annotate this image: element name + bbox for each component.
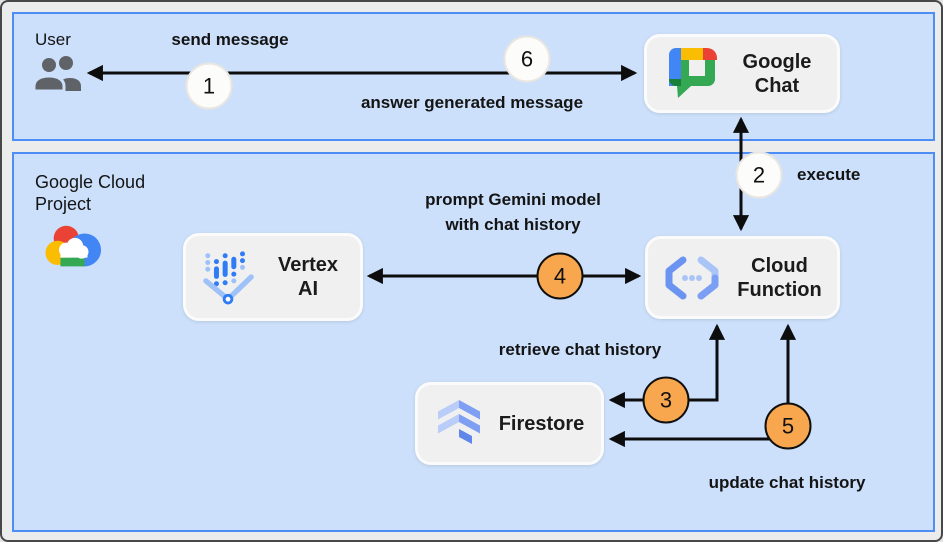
node-vertex-ai: Vertex AI: [183, 233, 363, 321]
firestore-icon: [436, 399, 482, 449]
user-zone-label: User: [35, 30, 71, 49]
node-firestore-line1: Firestore: [498, 412, 585, 435]
users-icon: [32, 55, 83, 96]
label-execute: execute: [797, 165, 861, 184]
node-cloud-function-line2: Function: [737, 278, 822, 301]
node-firestore: Firestore: [415, 382, 604, 465]
label-prompt-gemini-line2: with chat history: [445, 215, 581, 234]
step-badge-6: 6: [503, 35, 551, 83]
cloud-functions-icon: [662, 255, 722, 301]
label-prompt-gemini: prompt Gemini model with chat history: [425, 187, 601, 237]
gcp-zone-label: Google Cloud Project: [35, 171, 145, 215]
node-vertex-ai-line2: AI: [298, 278, 318, 300]
node-google-chat-line1: Google: [742, 50, 812, 73]
step-badge-1: 1: [185, 62, 233, 110]
google-chat-icon: [669, 47, 717, 100]
gcp-zone-label-line2: Project: [35, 194, 92, 214]
step-badge-2: 2: [735, 151, 783, 199]
node-google-chat: Google Chat: [644, 34, 840, 113]
label-update-chat-history: update chat history: [708, 473, 866, 492]
node-cloud-function-line1: Cloud: [751, 254, 808, 277]
google-cloud-icon: [44, 223, 102, 276]
node-vertex-ai-title: Vertex AI: [256, 253, 360, 301]
label-prompt-gemini-line1: prompt Gemini model: [425, 190, 601, 209]
gcp-zone-label-line1: Google Cloud: [35, 172, 146, 192]
node-vertex-ai-line1: Vertex: [277, 254, 339, 276]
node-google-chat-title: Google Chat: [717, 50, 837, 98]
node-cloud-function: Cloud Function: [645, 236, 840, 319]
node-google-chat-line2: Chat: [754, 74, 800, 97]
node-cloud-function-title: Cloud Function: [722, 254, 837, 302]
label-retrieve-chat-history: retrieve chat history: [498, 340, 662, 359]
node-firestore-title: Firestore: [482, 412, 601, 436]
step-badge-5: 5: [764, 402, 812, 450]
label-answer-generated-message: answer generated message: [360, 93, 584, 112]
step-badge-3: 3: [642, 376, 690, 424]
step-badge-4: 4: [536, 252, 584, 300]
vertex-ai-icon: [202, 248, 256, 306]
label-send-message: send message: [171, 30, 289, 49]
